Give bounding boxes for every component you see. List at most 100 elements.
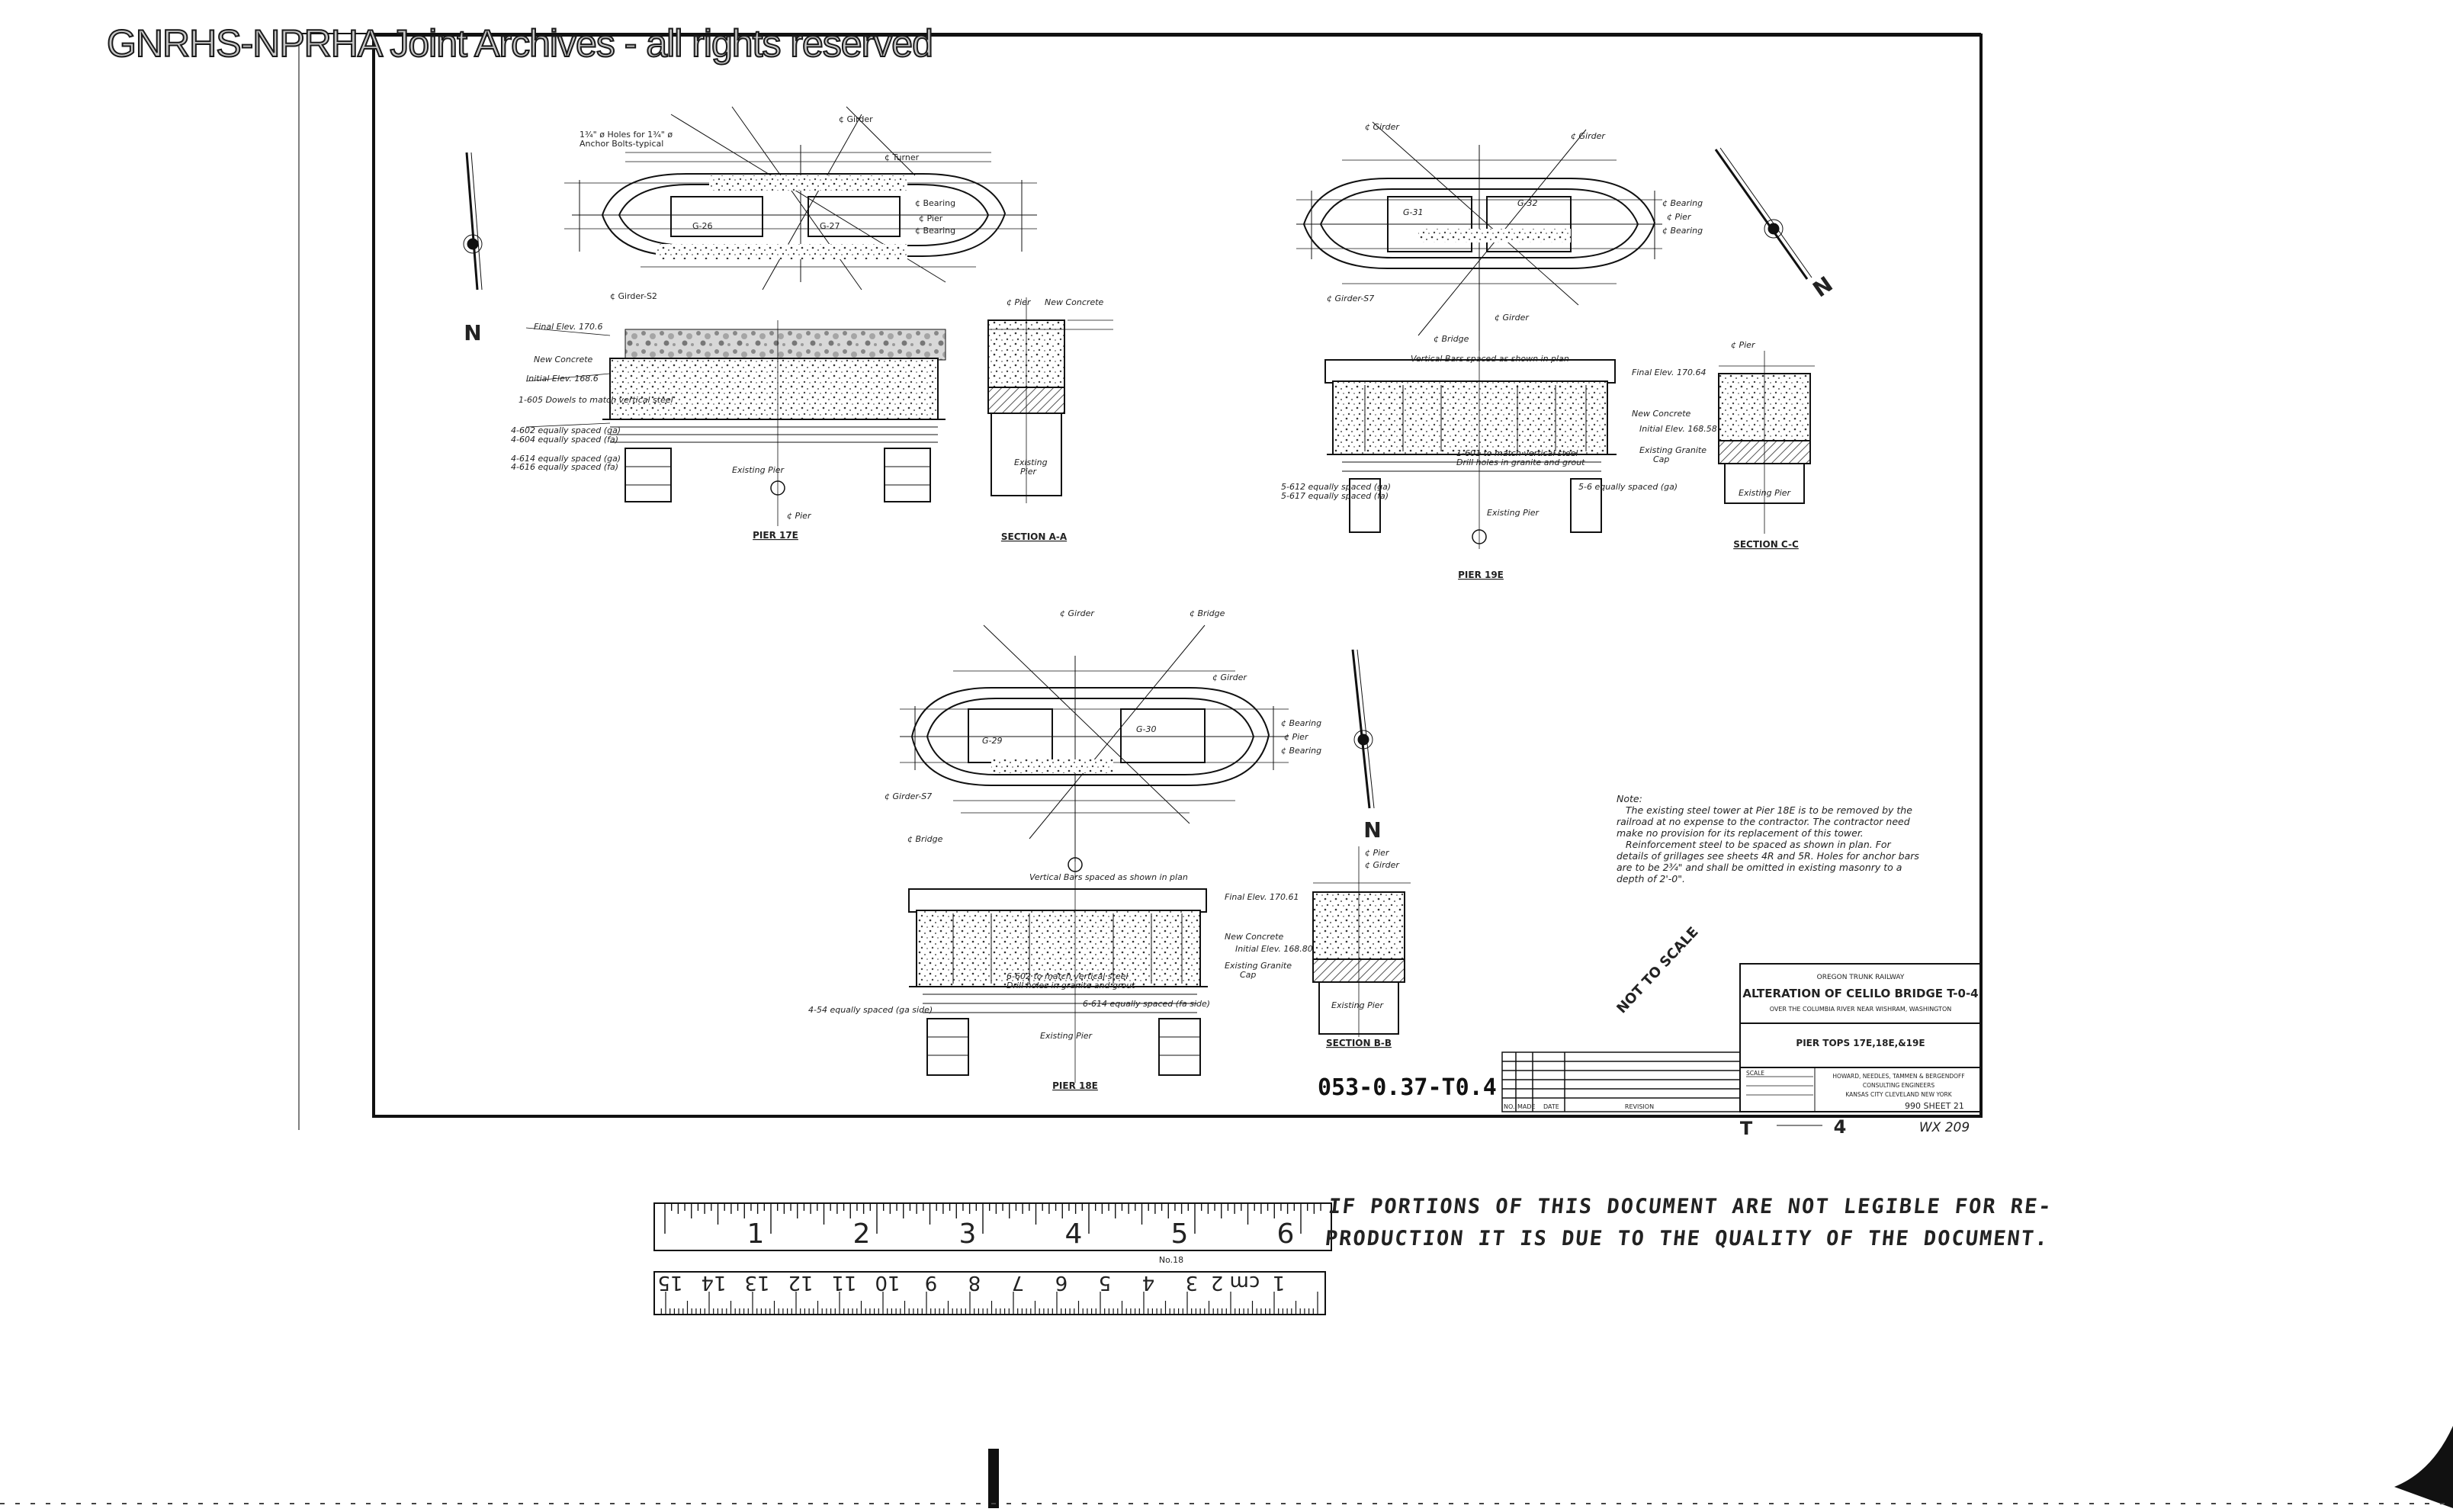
svg-text:¢ Girder: ¢ Girder [1365,122,1400,132]
sheet-mark-left: T [1740,1118,1753,1139]
view-titles: PIER 17E SECTION A-A PIER 19E SECTION C-… [753,530,1799,1091]
title-block-content: PIER TOPS 17E,18E,&19E [1796,1038,1925,1048]
title-block-title: ALTERATION OF CELILO BRIDGE T-0-4 [1742,987,1978,1000]
quality-notice: IF PORTIONS OF THIS DOCUMENT ARE NOT LEG… [1324,1191,2054,1255]
svg-text:¢ Turner: ¢ Turner [885,152,920,162]
svg-text:1-601 to match vertical steel: 1-601 to match vertical steel [1456,448,1578,458]
pier-19e-elevation: Vertical Bars spaced as shown in plan Fi… [1281,351,1717,549]
svg-text:Existing: Existing [1014,457,1048,467]
svg-text:5-612 equally spaced (ga): 5-612 equally spaced (ga) [1281,482,1391,492]
svg-text:¢ Bearing: ¢ Bearing [1281,718,1321,728]
svg-text:¢ Girder: ¢ Girder [839,114,873,124]
svg-text:¢ Girder-S7: ¢ Girder-S7 [1327,294,1374,303]
svg-text:Existing Pier: Existing Pier [1040,1031,1093,1041]
svg-text:Initial Elev. 168.58: Initial Elev. 168.58 [1639,424,1717,434]
svg-text:¢ Bridge: ¢ Bridge [1434,334,1469,344]
svg-text:¢ Girder: ¢ Girder [1212,673,1247,682]
svg-text:Initial Elev. 168.6: Initial Elev. 168.6 [526,374,599,384]
svg-text:Existing Granite: Existing Granite [1225,961,1292,971]
svg-text:¢ Bridge: ¢ Bridge [907,834,943,844]
svg-text:4-604 equally spaced (fa): 4-604 equally spaced (fa) [511,435,618,445]
section-cc: ¢ Pier Existing Pier [1718,340,1815,534]
inch-label: 1 [747,1218,765,1250]
cm-label: 1 [1273,1271,1286,1294]
svg-text:5-617 equally spaced (fa): 5-617 equally spaced (fa) [1281,491,1389,501]
cm-label: 11 [831,1271,856,1294]
title-pier-17e: PIER 17E [753,530,798,541]
cm-label: 9 [925,1271,938,1294]
ruler-maker-mark: No.18 [1159,1255,1183,1265]
revision-col-no: NO. [1504,1103,1515,1110]
svg-text:4-54 equally spaced (ga side): 4-54 equally spaced (ga side) [808,1005,933,1015]
svg-text:Final Elev. 170.61: Final Elev. 170.61 [1225,892,1299,902]
cm-label: 3 [1186,1271,1199,1294]
revision-block [1501,1051,1741,1112]
svg-text:¢ Pier: ¢ Pier [1007,297,1032,307]
cm-label: 14 [701,1271,726,1294]
pier-19e-plan: G-31G-32 ¢ Bearing¢ Pier¢ Bearing ¢ Gird… [1296,121,1703,351]
north-arrow-19e [1714,147,1812,280]
quality-notice-line-1: IF PORTIONS OF THIS DOCUMENT ARE NOT LEG… [1327,1195,2054,1218]
svg-text:Drill holes in granite and gro: Drill holes in granite and grout [1456,457,1585,467]
svg-text:Existing Pier: Existing Pier [1331,1000,1385,1010]
svg-text:1¾" ø Holes for 1¾" ø: 1¾" ø Holes for 1¾" ø [580,130,673,140]
cm-label: 5 [1099,1271,1112,1294]
svg-text:4-614 equally spaced (ga): 4-614 equally spaced (ga) [511,454,621,464]
revision-col-made: MADE [1517,1103,1536,1110]
svg-text:Final Elev. 170.64: Final Elev. 170.64 [1632,368,1707,377]
archive-watermark: GNRHS-NPRHA Joint Archives - all rights … [106,21,934,66]
svg-text:¢ Pier: ¢ Pier [787,511,812,521]
drawing-number: 053-0.37-T0.4 [1318,1074,1497,1101]
svg-text:G-31: G-31 [1403,207,1424,217]
svg-text:New Concrete: New Concrete [1225,932,1284,942]
svg-text:¢ Bearing: ¢ Bearing [915,226,955,236]
revision-col-revision: REVISION [1625,1103,1654,1110]
sheet-border [298,33,1983,1130]
svg-text:G-27: G-27 [820,221,840,231]
svg-text:¢ Bridge: ¢ Bridge [1190,608,1225,618]
inch-label: 5 [1171,1218,1189,1250]
svg-text:Existing Granite: Existing Granite [1639,445,1707,455]
svg-text:¢ Girder: ¢ Girder [1571,131,1606,141]
cm-label: 15 [657,1271,682,1294]
svg-text:¢ Girder-S7: ¢ Girder-S7 [885,791,932,801]
sheet-mark-wx: WX 209 [1919,1120,1970,1135]
svg-text:¢ Pier: ¢ Pier [1365,848,1390,858]
north-label-18e: N [1363,817,1381,843]
sheet-mark-mid: 4 [1834,1116,1847,1138]
inch-label: 3 [959,1218,977,1250]
title-section-aa: SECTION A-A [1001,531,1068,542]
svg-text:¢ Girder-S2: ¢ Girder-S2 [610,291,657,301]
svg-text:Vertical Bars spaced as shown: Vertical Bars spaced as shown in plan [1411,354,1569,364]
general-notes: Note: The existing steel tower at Pier 1… [1617,793,1919,884]
svg-text:Anchor Bolts-typical: Anchor Bolts-typical [580,139,663,149]
title-block-firm-role: CONSULTING ENGINEERS [1863,1082,1934,1089]
north-label-19e: N [1808,271,1837,302]
svg-text:1-605 Dowels to match vertical: 1-605 Dowels to match vertical steel [519,395,673,405]
svg-text:Existing Pier: Existing Pier [1487,508,1540,518]
title-section-bb: SECTION B-B [1326,1038,1392,1048]
svg-text:4-616 equally spaced (fa): 4-616 equally spaced (fa) [511,462,618,472]
svg-text:¢ Girder: ¢ Girder [1365,860,1400,870]
cm-label: cm 2 [1211,1271,1260,1294]
svg-text:¢ Pier: ¢ Pier [1667,212,1692,222]
cm-label: 8 [968,1271,981,1294]
svg-text:G-29: G-29 [982,736,1003,746]
pier-17e-elevation: Final Elev. 170.6 New Concrete Initial E… [511,320,946,526]
title-block-railway: OREGON TRUNK RAILWAY [1817,974,1905,981]
cm-label: 6 [1055,1271,1068,1294]
svg-text:G-26: G-26 [692,221,713,231]
cm-label: 7 [1012,1271,1025,1294]
cm-label: 10 [875,1271,900,1294]
svg-text:6-602 to match vertical steel: 6-602 to match vertical steel [1007,971,1128,981]
inch-label: 4 [1065,1218,1083,1250]
pier-18e-plan: G-29G-30 ¢ Bearing¢ Pier¢ Bearing ¢ Gird… [885,608,1321,862]
title-pier-18e: PIER 18E [1052,1080,1098,1091]
svg-text:Final Elev. 170.6: Final Elev. 170.6 [534,322,603,332]
svg-text:¢ Bearing: ¢ Bearing [1662,198,1703,208]
north-arrow-17e [463,152,483,291]
svg-text:¢ Bearing: ¢ Bearing [1281,746,1321,756]
